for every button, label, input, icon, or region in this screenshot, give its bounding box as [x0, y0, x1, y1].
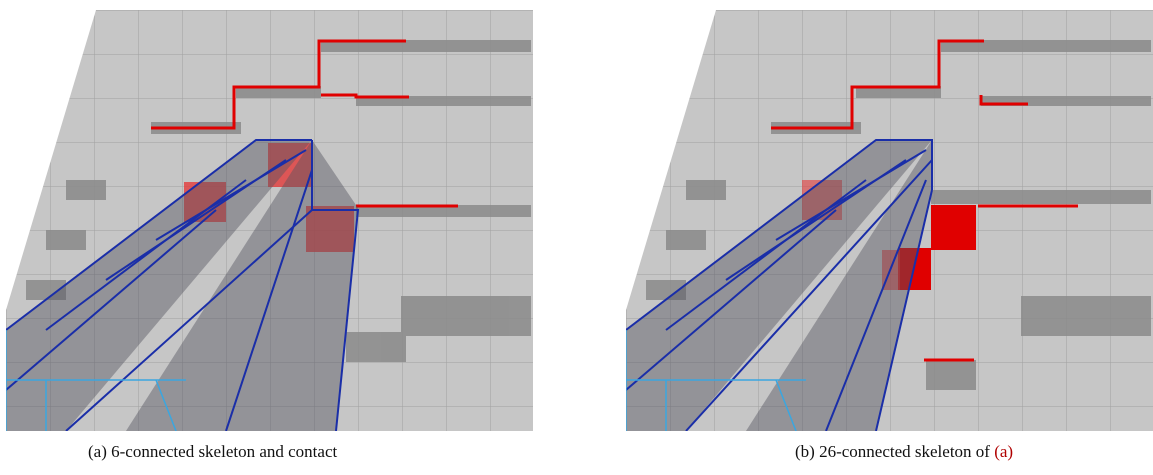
subfigure-b-label: (b) — [795, 442, 815, 461]
voxel-render-a — [6, 10, 533, 431]
subfigure-b-caption: (b) 26-connected skeleton of (a) — [795, 442, 1013, 462]
voxel-render-b — [626, 10, 1153, 431]
contact-lines — [771, 39, 1078, 362]
subfigure-a-text: 6-connected skeleton and contact — [111, 442, 338, 461]
subfigure-a-image — [6, 10, 533, 431]
subfigure-a-caption: (a) 6-connected skeleton and contact — [88, 442, 337, 462]
skeleton-tubes — [626, 139, 933, 431]
contact-lines — [151, 39, 458, 208]
subfigure-b-text: 26-connected skeleton of — [819, 442, 990, 461]
subfigure-a-label: (a) — [88, 442, 107, 461]
subfigure-b-image — [626, 10, 1153, 431]
subfigure-b-ref-link[interactable]: (a) — [994, 442, 1014, 461]
step-shadows — [26, 40, 531, 362]
skeleton-tubes — [6, 139, 360, 431]
